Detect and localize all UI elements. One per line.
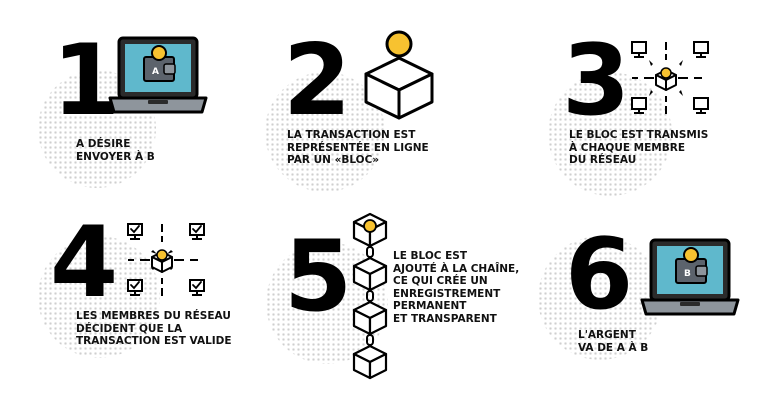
- screen-label: B: [684, 269, 691, 279]
- network-broadcast-icon: [631, 41, 709, 114]
- step-number: 3: [562, 24, 630, 138]
- dot-pattern: [538, 236, 662, 360]
- step-number: 6: [565, 218, 633, 332]
- step-number: 2: [283, 24, 351, 138]
- step-number: 5: [284, 220, 352, 334]
- laptop-wallet-icon: A: [108, 36, 208, 114]
- step-number: 4: [50, 206, 118, 320]
- step-caption: A DÉSIRE ENVOYER À B: [76, 138, 155, 163]
- step-caption: LA TRANSACTION EST REPRÉSENTÉE EN LIGNE …: [287, 129, 429, 166]
- step-number: 1: [52, 24, 120, 138]
- dot-pattern: [38, 236, 160, 358]
- blockchain-icon: [352, 212, 388, 380]
- step-caption: L'ARGENT VA DE A À B: [578, 329, 649, 354]
- network-validate-icon: [127, 223, 205, 296]
- laptop-wallet-icon: B: [640, 238, 740, 316]
- step-caption: LE BLOC EST AJOUTÉ À LA CHAÎNE, CE QUI C…: [393, 250, 520, 325]
- step-caption: LES MEMBRES DU RÉSEAU DÉCIDENT QUE LA TR…: [76, 310, 232, 347]
- screen-label: A: [152, 67, 159, 77]
- cube-coin-icon: [364, 30, 434, 120]
- step-caption: LE BLOC EST TRANSMIS À CHAQUE MEMBRE DU …: [569, 129, 709, 166]
